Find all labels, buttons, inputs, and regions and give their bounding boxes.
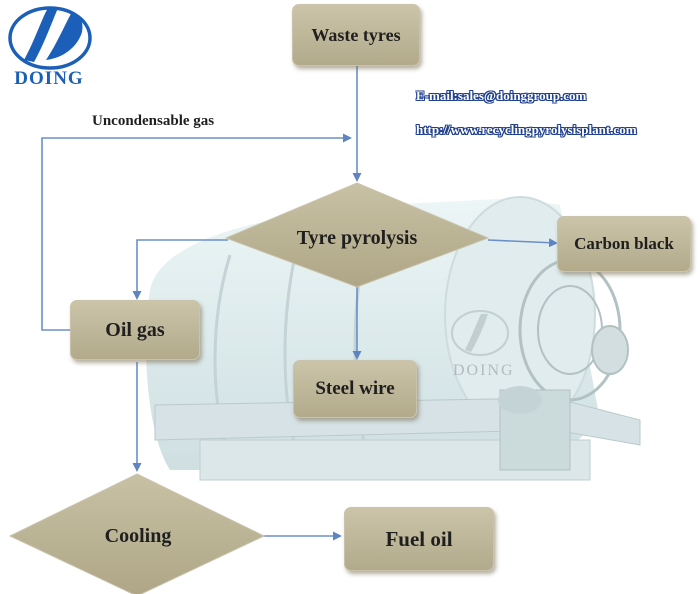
watermark-logo-mark [451,310,509,356]
tyre-pyrolysis-diamond [224,182,490,288]
arrow-pyrolysis-to-carbon [487,238,558,248]
doing-logo-text: DOING [14,68,84,89]
fuel-oil-node: Fuel oil [344,507,494,571]
carbon-black-node: Carbon black [557,216,691,272]
watermark-text: DOING [453,362,515,379]
steel-wire-node: Steel wire [293,360,417,418]
arrow-oilgas-loop-uncondensable [41,133,352,331]
connectors [41,66,558,541]
uncondensable-gas-label: Uncondensable gas [92,113,215,129]
cooling-diamond [8,473,266,594]
contact-email[interactable]: E-mail:sales@doinggroup.com [416,88,587,103]
doing-logo-mark [8,6,92,70]
tyre-pyrolysis-label: Tyre pyrolysis [296,226,418,249]
oil-gas-node: Oil gas [70,300,200,360]
waste-tyres-node: Waste tyres [292,4,420,66]
arrow-pyrolysis-to-oilgas [132,239,228,300]
contact-url[interactable]: http://www.recyclingpyrolysisplant.com [416,122,637,137]
cooling-label: Cooling [104,524,172,547]
